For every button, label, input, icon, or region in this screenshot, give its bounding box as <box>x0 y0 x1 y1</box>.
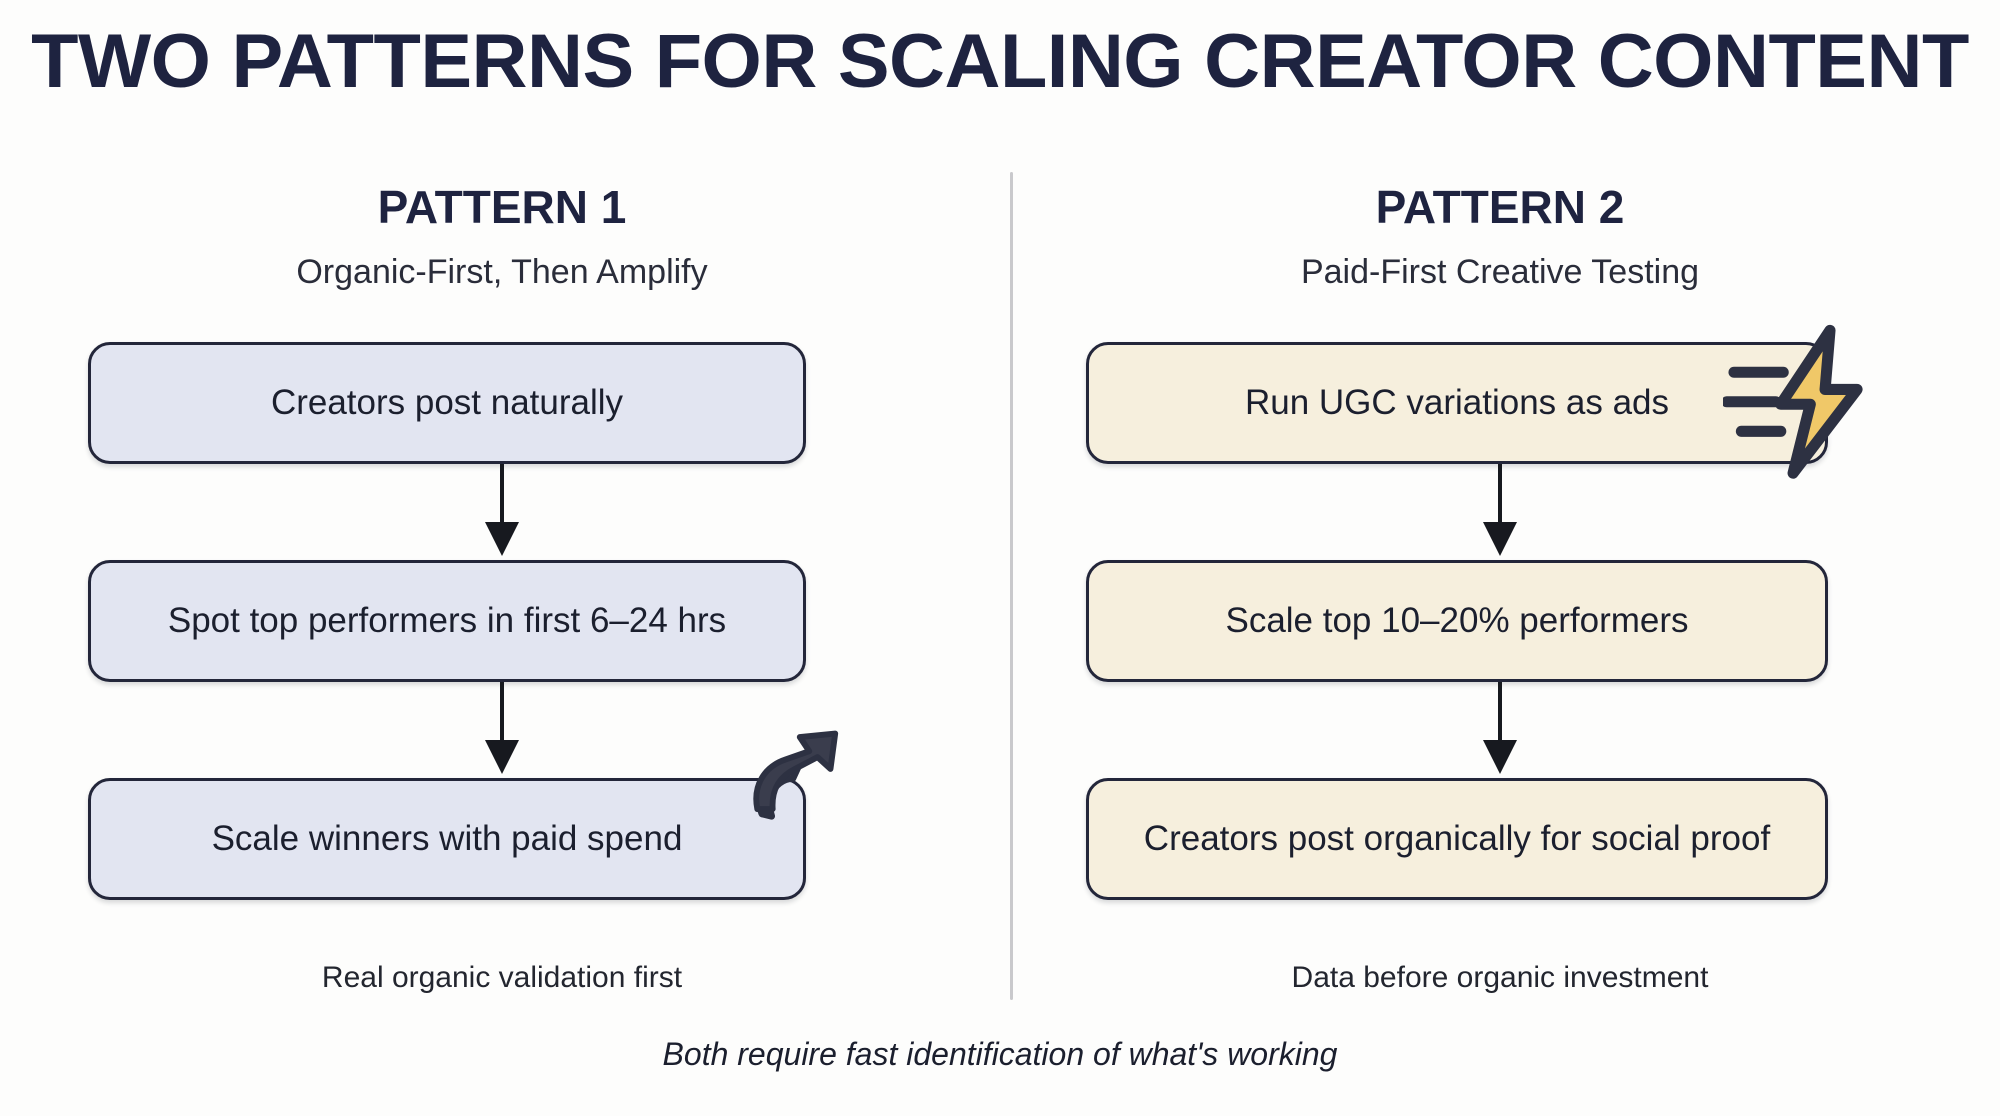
pattern-column-1: PATTERN 1 Organic-First, Then Amplify Cr… <box>52 178 952 998</box>
pattern-1-connector-1 <box>52 464 952 560</box>
pattern-2-step-2-label: Scale top 10–20% performers <box>1225 601 1689 640</box>
pattern-2-step-2[interactable]: Scale top 10–20% performers <box>1086 560 1828 682</box>
pattern-1-step-3[interactable]: Scale winners with paid spend <box>88 730 839 900</box>
pattern-2-step-1-label: Run UGC variations as ads <box>1244 383 1670 422</box>
pattern-2-step-3-label: Creators post organically for social pro… <box>1143 819 1771 858</box>
arrow-down-icon <box>1483 522 1517 556</box>
pattern-1-step-1[interactable]: Creators post naturally <box>88 342 806 464</box>
arrow-down-icon <box>485 740 519 774</box>
pattern-2-connector-2 <box>1050 682 1950 778</box>
arrow-shaft <box>500 464 504 538</box>
arrow-shaft <box>500 682 504 756</box>
lightning-bolt-icon <box>1723 324 1863 479</box>
pattern-2-title: PATTERN 2 <box>1375 181 1625 233</box>
pattern-1-title: PATTERN 1 <box>377 181 627 233</box>
arrow-down-icon <box>1483 740 1517 774</box>
pattern-2-connector-1 <box>1050 464 1950 560</box>
arrow-down-icon <box>485 522 519 556</box>
arrow-shaft <box>1498 464 1502 538</box>
page-title: TWO PATTERNS FOR SCALING CREATOR CONTENT <box>31 19 1969 104</box>
footer-note: Both require fast identification of what… <box>662 1036 1338 1072</box>
pattern-1-step-3-label: Scale winners with paid spend <box>211 819 683 858</box>
pattern-2-subtitle: Paid-First Creative Testing <box>1300 253 1700 291</box>
pattern-2-step-1[interactable]: Run UGC variations as ads <box>1086 324 1863 479</box>
pattern-1-step-1-label: Creators post naturally <box>270 383 624 422</box>
pattern-1-step-2[interactable]: Spot top performers in first 6–24 hrs <box>88 560 806 682</box>
pattern-column-2: PATTERN 2 Paid-First Creative Testing Ru… <box>1050 178 1950 998</box>
pattern-2-step-3[interactable]: Creators post organically for social pro… <box>1086 778 1828 900</box>
arrow-shaft <box>1498 682 1502 756</box>
pattern-1-caption: Real organic validation first <box>321 961 683 994</box>
column-divider <box>1010 172 1013 1000</box>
pattern-1-flow: Creators post naturally Spot top perform… <box>52 342 952 900</box>
pattern-1-subtitle: Organic-First, Then Amplify <box>296 253 708 291</box>
pattern-2-caption: Data before organic investment <box>1291 961 1709 994</box>
pattern-1-connector-2 <box>52 682 952 778</box>
pattern-2-flow: Run UGC variations as ads Scale top 10–2… <box>1050 324 1950 900</box>
pattern-1-step-2-label: Spot top performers in first 6–24 hrs <box>167 601 727 640</box>
